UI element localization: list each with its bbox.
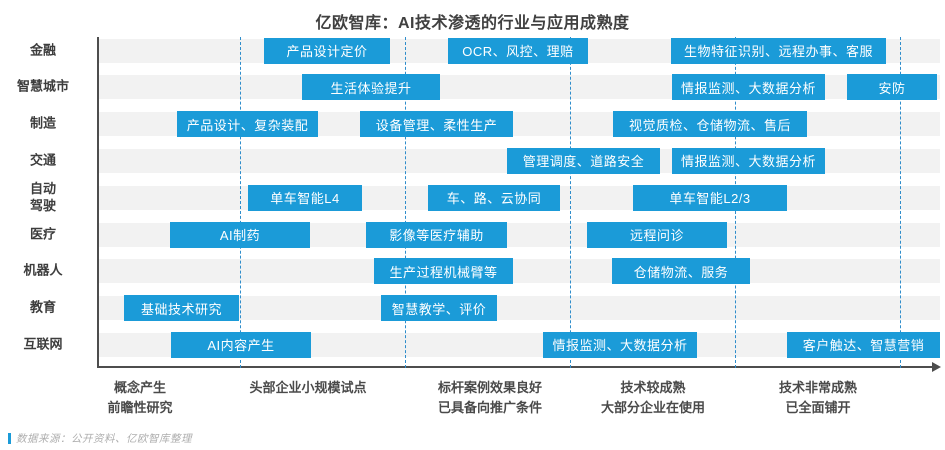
stage-divider [570, 37, 571, 368]
maturity-item-box: 生产过程机械臂等 [374, 258, 513, 285]
x-axis-stage-label: 头部企业小规模试点 [249, 380, 367, 395]
row-label: 制造 [29, 115, 56, 131]
row-label: 机器人 [23, 262, 63, 278]
row-band [99, 259, 940, 284]
row-label: 交通 [29, 152, 56, 168]
source-note: 数据来源：公开资料、亿欧智库整理 [8, 431, 192, 446]
row-label: 教育 [29, 299, 56, 315]
maturity-item-box: 管理调度、道路安全 [507, 147, 660, 174]
y-axis-line [97, 37, 99, 368]
row-label: 互联网 [23, 336, 63, 352]
maturity-item-box: 设备管理、柔性生产 [360, 111, 513, 138]
x-axis-stage-labels: 概念产生 前瞻性研究 头部企业小规模试点 标杆案例效果良好 已具备向推广条件 技术较成… [0, 378, 945, 422]
maturity-item-box: 远程问诊 [587, 221, 727, 248]
x-axis-stage-label: 技术较成熟 大部分企业在使用 [600, 380, 705, 415]
chart-title: 亿欧智库：AI技术渗透的行业与应用成熟度 [315, 15, 630, 32]
maturity-item-box: 产品设计定价 [264, 37, 390, 64]
maturity-item-box: 视觉质检、仓储物流、售后 [613, 111, 807, 138]
maturity-item-box: 情报监测、大数据分析 [543, 331, 697, 358]
stage-divider [405, 37, 406, 368]
maturity-item-box: 单车智能L4 [248, 184, 362, 211]
maturity-item-box: 情报监测、大数据分析 [672, 74, 825, 101]
row-label: 医疗 [29, 226, 56, 242]
maturity-item-box: AI内容产生 [171, 331, 311, 358]
maturity-item-box: 智慧教学、评价 [381, 295, 497, 322]
maturity-item-box: 安防 [847, 74, 937, 101]
source-note-marker [8, 433, 11, 444]
maturity-item-box: 生活体验提升 [302, 74, 440, 101]
maturity-item-box: 基础技术研究 [124, 295, 239, 322]
maturity-item-box: OCR、风控、理赔 [448, 37, 588, 64]
x-axis-stage-label: 标杆案例效果良好 已具备向推广条件 [437, 380, 542, 415]
row-label: 金融 [29, 42, 56, 58]
row-label: 智慧城市 [16, 78, 69, 94]
x-axis-stage-label: 技术非常成熟 已全面铺开 [778, 380, 857, 415]
x-axis-arrow-icon [932, 362, 941, 372]
maturity-item-box: 生物特征识别、远程办事、客服 [671, 37, 886, 64]
row-band [99, 296, 940, 321]
maturity-item-box: AI制药 [170, 221, 310, 248]
maturity-item-box: 产品设计、复杂装配 [177, 111, 318, 138]
x-axis-line [97, 366, 935, 368]
maturity-item-box: 车、路、云协同 [428, 184, 560, 211]
source-note-text: 数据来源：公开资料、亿欧智库整理 [16, 433, 192, 445]
maturity-item-box: 影像等医疗辅助 [366, 221, 507, 248]
stage-divider [240, 37, 241, 368]
maturity-item-box: 客户触达、智慧营销 [787, 331, 940, 358]
stage-divider [900, 37, 901, 368]
maturity-item-box: 单车智能L2/3 [633, 184, 787, 211]
maturity-item-box: 情报监测、大数据分析 [672, 147, 825, 174]
row-label: 自动 驾驶 [29, 180, 56, 213]
maturity-item-box: 仓储物流、服务 [612, 258, 750, 285]
x-axis-stage-label: 概念产生 前瞻性研究 [107, 380, 173, 415]
